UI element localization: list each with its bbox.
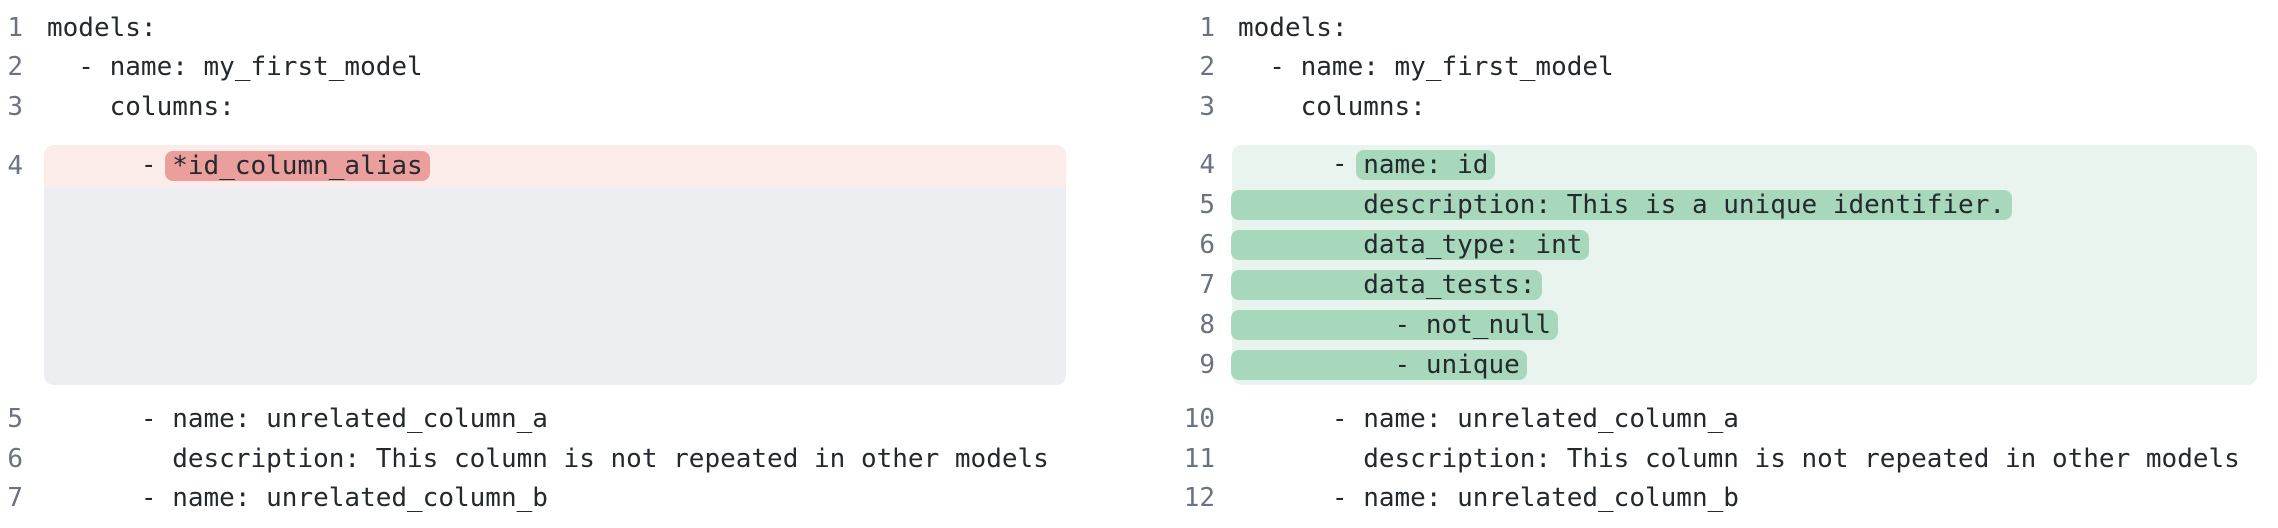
line-number: 3 — [7, 91, 23, 122]
line-number: 10 — [1183, 404, 1215, 435]
code-text: description: This column is not repeated… — [1238, 443, 2240, 474]
line-number: 9 — [1199, 349, 1215, 380]
code-text: - name: id — [1215, 149, 1496, 180]
line-number: 7 — [1199, 269, 1215, 300]
diff-added-token: name: id — [1356, 149, 1496, 180]
diff-added-token: data_type: int — [1231, 229, 1590, 260]
code-line: 2 - name: my_first_model — [0, 48, 1139, 88]
code-text: - name: my_first_model — [1238, 52, 1614, 83]
line-number: 1 — [7, 12, 23, 43]
diff-added-line: 9 - unique — [1139, 344, 2278, 385]
code-text: data_tests: — [1215, 269, 1543, 300]
line-number: 6 — [7, 443, 23, 474]
code-text: description: This column is not repeated… — [47, 443, 1049, 474]
diff-added-line: 4 - name: id — [1139, 144, 2278, 185]
code-line: 6 description: This column is not repeat… — [0, 439, 1139, 479]
collapsed-lines-placeholder — [0, 186, 1139, 385]
line-number: 7 — [7, 483, 23, 514]
code-text: columns: — [47, 91, 235, 122]
diff-block-top-gap — [0, 127, 1139, 145]
code-text: - *id_column_alias — [23, 150, 430, 181]
code-line: 12 - name: unrelated_column_b — [1139, 479, 2278, 519]
code-text: columns: — [1238, 91, 1426, 122]
diff-removed-line: 4 - *id_column_alias — [0, 144, 1139, 187]
code-line: 3 columns: — [0, 87, 1139, 127]
code-text: - not_null — [1215, 309, 1559, 340]
code-line: 5 - name: unrelated_column_a — [0, 400, 1139, 440]
collapsed-region-background — [44, 186, 1066, 385]
diff-added-line: 8 - not_null — [1139, 304, 2278, 345]
line-number: 1 — [1199, 12, 1215, 43]
line-number: 6 — [1199, 229, 1215, 260]
diff-block-bottom-gap — [1139, 385, 2278, 400]
code-line: 1 models: — [0, 8, 1139, 48]
line-number: 8 — [1199, 309, 1215, 340]
diff-added-line: 5 description: This is a unique identifi… — [1139, 184, 2278, 225]
code-text: - name: unrelated_column_a — [1238, 404, 1739, 435]
diff-added-token: - not_null — [1231, 309, 1559, 340]
code-line: 2 - name: my_first_model — [1139, 48, 2278, 88]
code-text: data_type: int — [1215, 229, 1590, 260]
code-text: - name: unrelated_column_a — [47, 404, 548, 435]
line-number: 11 — [1183, 443, 1215, 474]
diff-added-token: data_tests: — [1231, 269, 1543, 300]
line-number: 2 — [7, 52, 23, 83]
code-text: - name: my_first_model — [47, 52, 423, 83]
diff-added-line: 7 data_tests: — [1139, 264, 2278, 305]
code-text: - name: unrelated_column_b — [1238, 483, 1739, 514]
diff-block-bottom-gap — [0, 385, 1139, 400]
code-text: models: — [1238, 12, 1348, 43]
code-line: 1 models: — [1139, 8, 2278, 48]
line-number: 5 — [1199, 189, 1215, 220]
line-number: 4 — [1199, 149, 1215, 180]
code-line: 3 columns: — [1139, 87, 2278, 127]
code-text: description: This is a unique identifier… — [1215, 189, 2013, 220]
line-number: 5 — [7, 404, 23, 435]
line-number: 2 — [1199, 52, 1215, 83]
code-text: models: — [47, 12, 157, 43]
diff-added-token: description: This is a unique identifier… — [1231, 189, 2013, 220]
code-text: - unique — [1215, 349, 1527, 380]
diff-added-token: - unique — [1231, 349, 1527, 380]
code-line: 7 - name: unrelated_column_b — [0, 479, 1139, 519]
line-number: 4 — [7, 150, 23, 181]
diff-removed-token: *id_column_alias — [165, 150, 430, 181]
line-number: 3 — [1199, 91, 1215, 122]
diff-block-top-gap — [1139, 127, 2278, 145]
diff-added-line: 6 data_type: int — [1139, 224, 2278, 265]
code-text: - name: unrelated_column_b — [47, 483, 548, 514]
code-line: 10 - name: unrelated_column_a — [1139, 400, 2278, 440]
code-line: 11 description: This column is not repea… — [1139, 439, 2278, 479]
line-number: 12 — [1183, 483, 1215, 514]
